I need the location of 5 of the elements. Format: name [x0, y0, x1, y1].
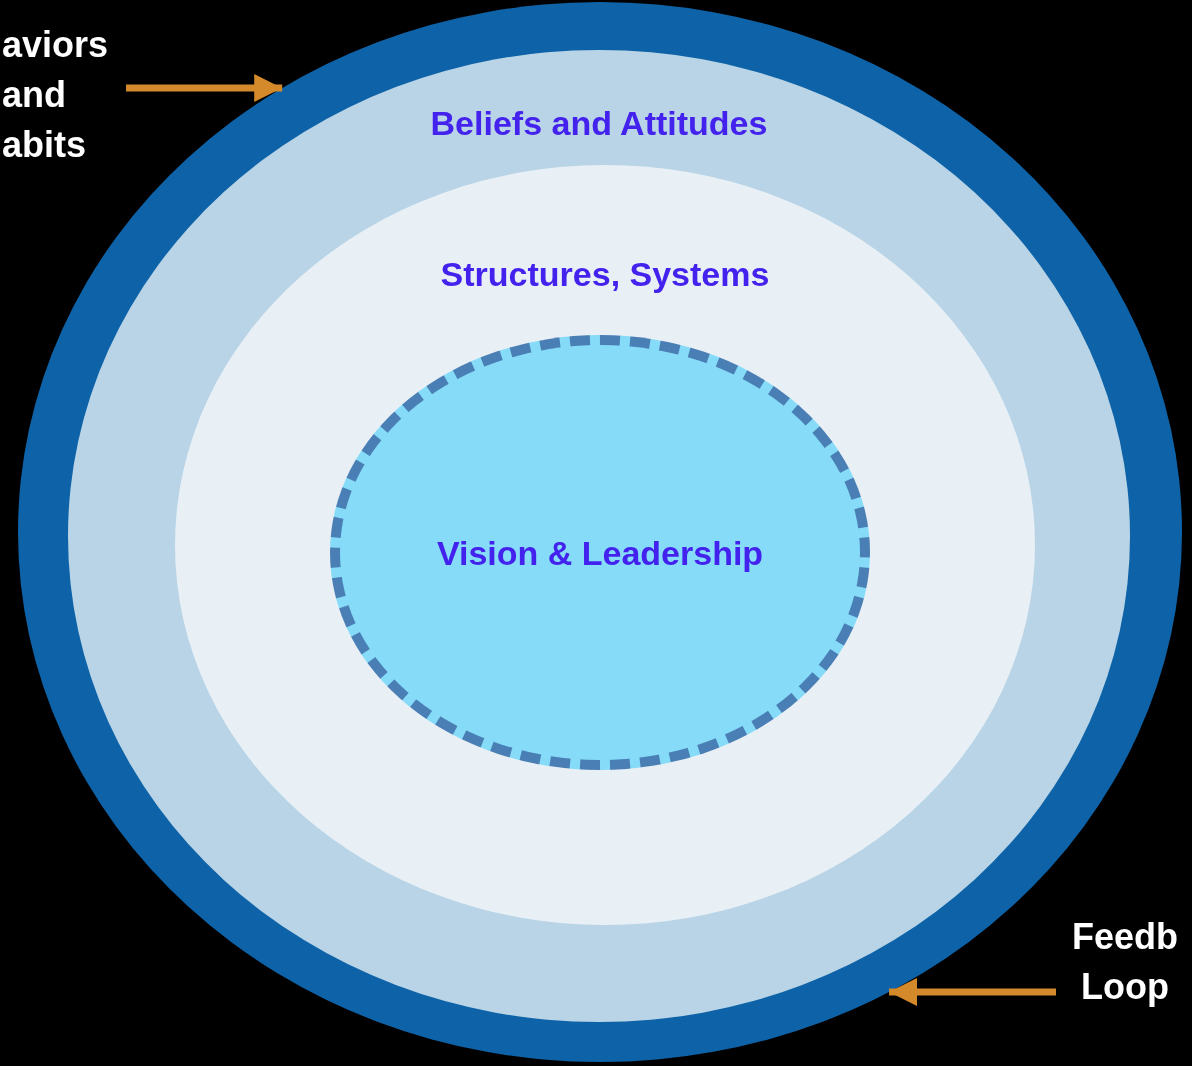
ring-label: Vision & Leadership [435, 533, 765, 572]
ring-label: Structures, Systems [439, 255, 771, 294]
side-label: Feedb Loop [1062, 912, 1188, 1012]
side-label: aviors and abits [2, 20, 120, 170]
ring-label: Beliefs and Attitudes [429, 104, 769, 143]
